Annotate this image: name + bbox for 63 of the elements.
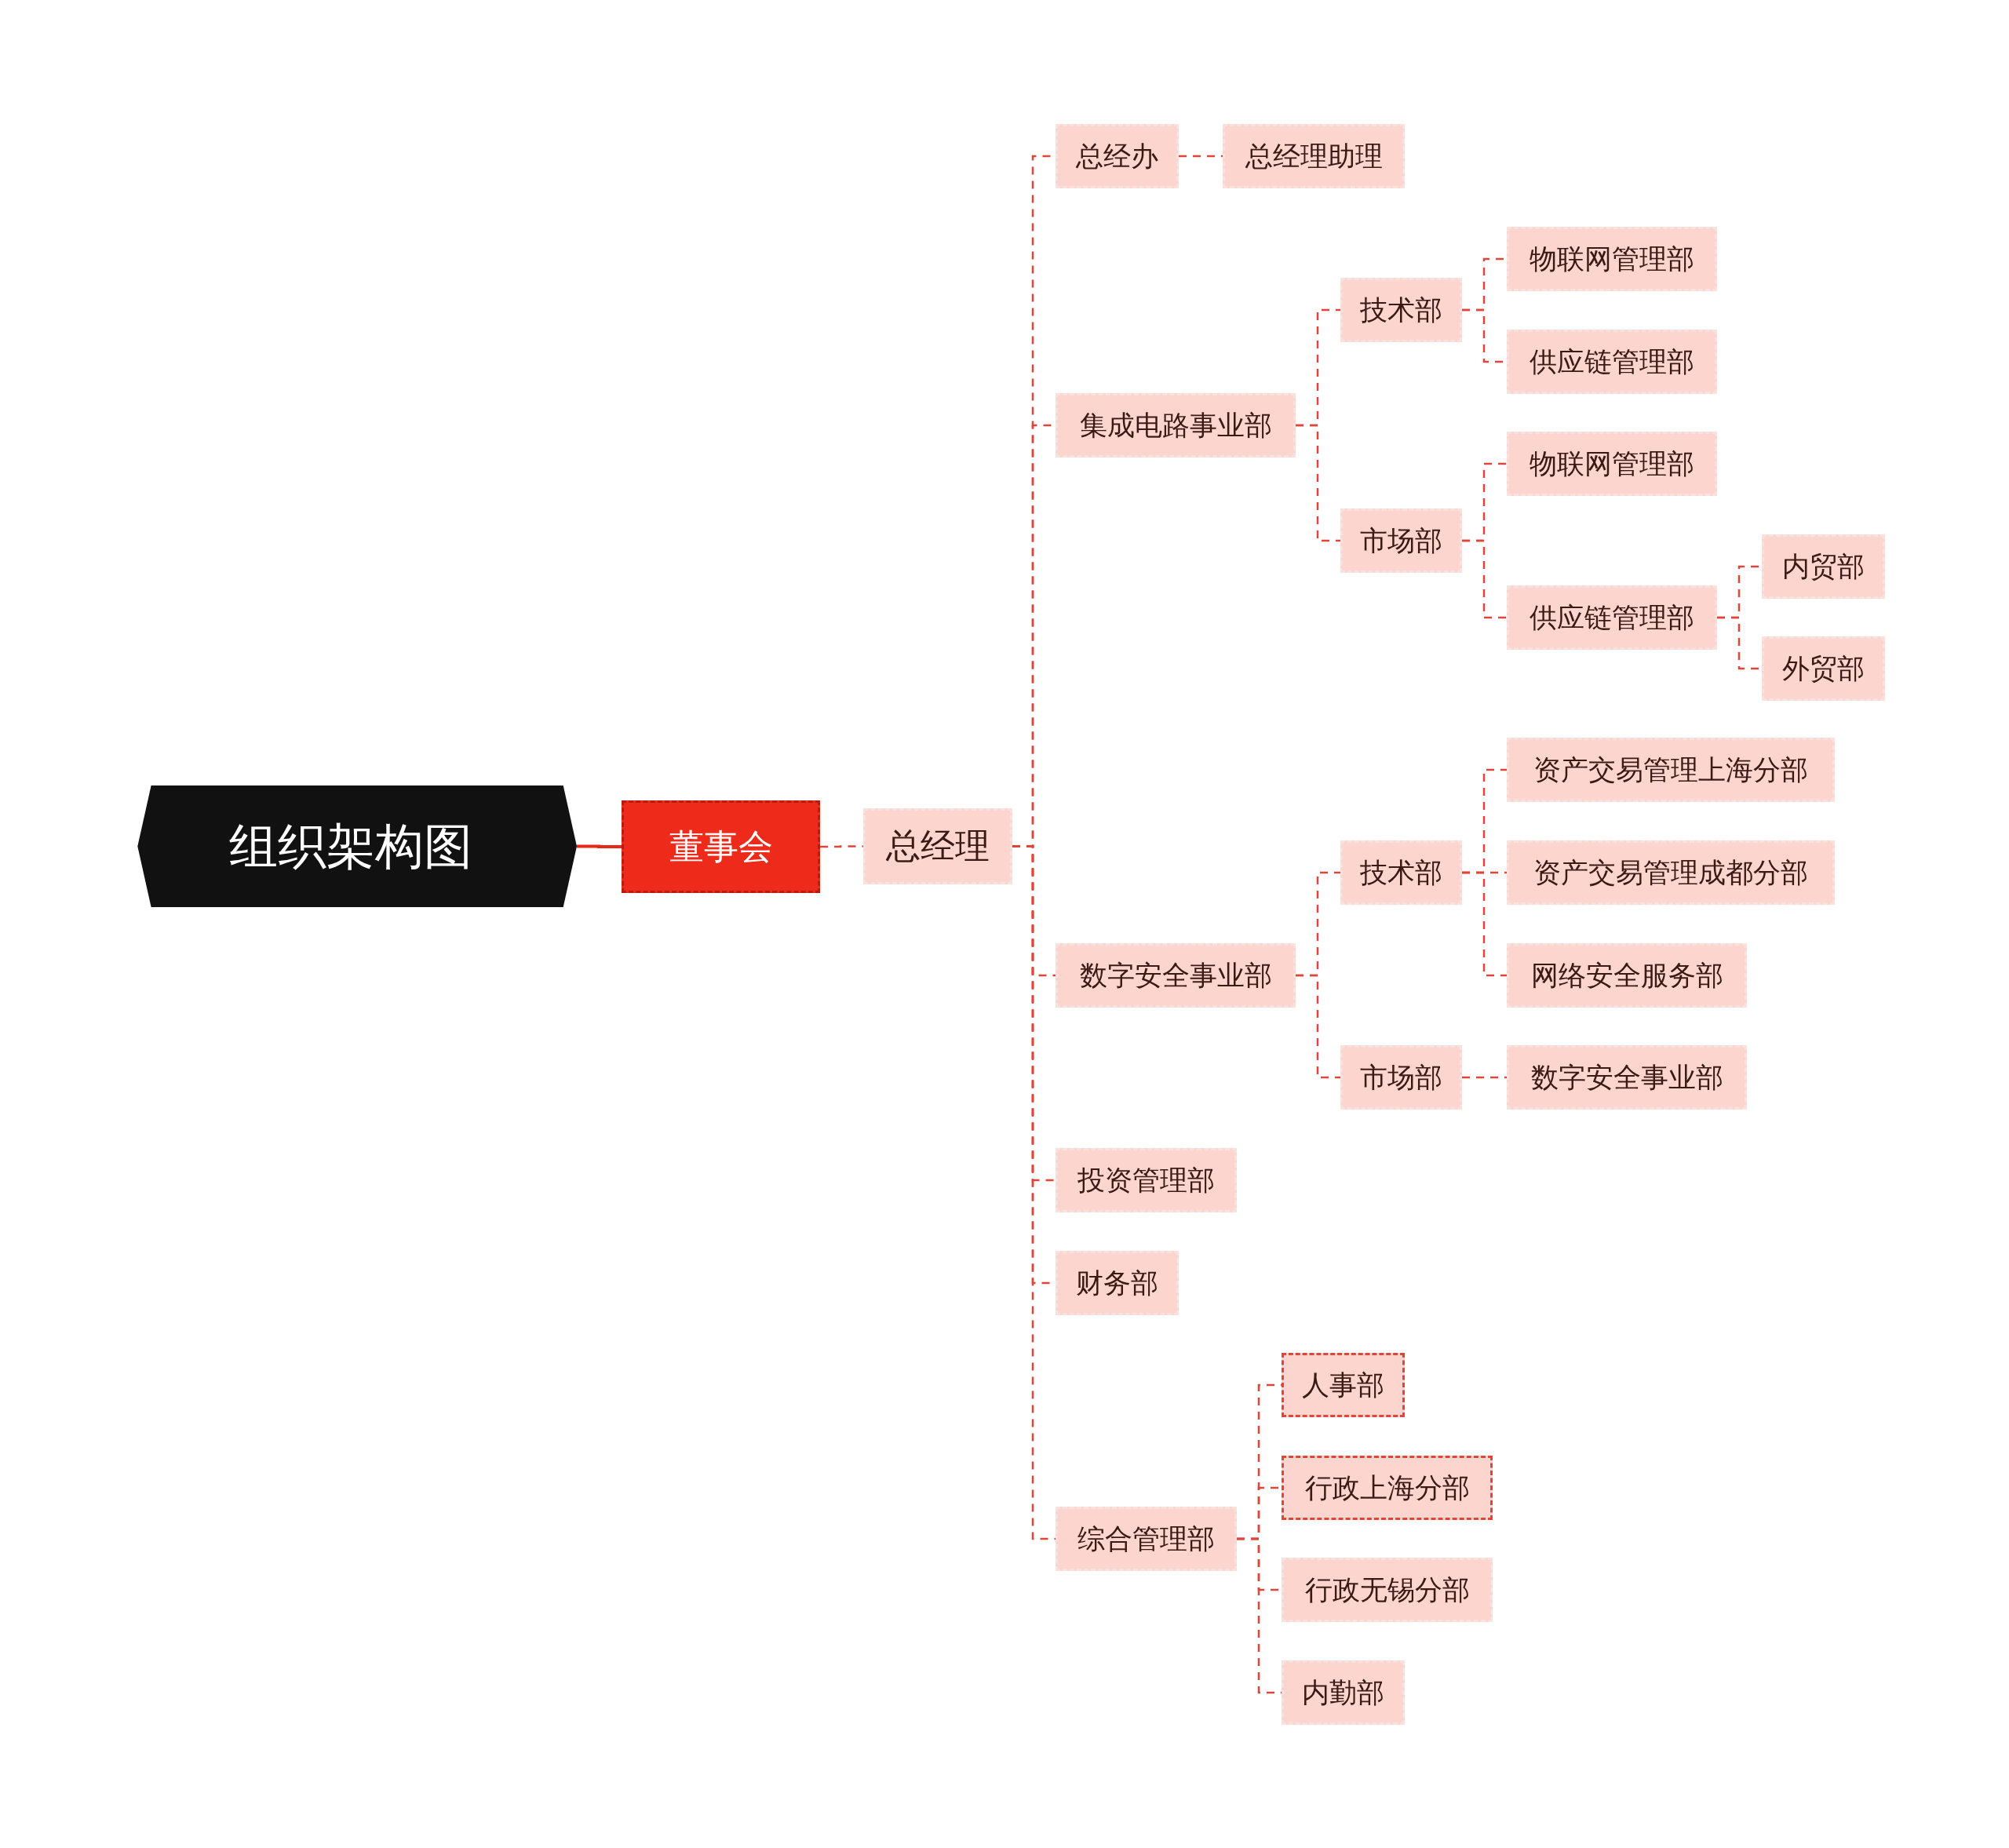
topic-text: 供应链管理部 <box>1530 600 1694 635</box>
topic-text: 内贸部 <box>1782 549 1865 584</box>
topic-text: 集成电路事业部 <box>1079 408 1272 443</box>
topic-box <box>1282 1558 1493 1622</box>
topic-text: 人事部 <box>1302 1368 1384 1402</box>
topic-box <box>622 800 820 893</box>
connector-line <box>1462 1076 1507 1079</box>
topic-text: 供应链管理部 <box>1530 344 1694 379</box>
topic-box <box>1340 508 1462 573</box>
connector-line <box>1179 155 1223 158</box>
topic-text: 行政上海分部 <box>1304 1471 1470 1505</box>
topic-box <box>1507 1045 1747 1110</box>
connector-line <box>820 845 863 848</box>
connector-line <box>1462 539 1507 619</box>
topic-box <box>1507 738 1835 802</box>
topic-box <box>1223 124 1405 188</box>
topic-box <box>1507 585 1717 650</box>
topic-text: 技术部 <box>1360 855 1442 890</box>
topic-box <box>1056 1251 1179 1315</box>
topic-text: 投资管理部 <box>1077 1163 1215 1197</box>
topic-box <box>1056 1507 1237 1571</box>
topic-text: 财务部 <box>1076 1266 1158 1300</box>
topic-text: 总经理 <box>886 825 990 867</box>
topic-box <box>1507 840 1835 905</box>
topic-text: 资产交易管理上海分部 <box>1533 753 1808 787</box>
topic-box <box>1507 943 1747 1008</box>
topic-text: 数字安全事业部 <box>1530 1060 1723 1095</box>
topic-text: 综合管理部 <box>1077 1522 1215 1556</box>
topic-box <box>1056 124 1179 188</box>
topic-text: 数字安全事业部 <box>1079 958 1272 993</box>
topic-box <box>863 808 1012 884</box>
topic-text: 总经办 <box>1076 139 1158 173</box>
topic-text: 行政无锡分部 <box>1304 1573 1470 1607</box>
connector-line <box>577 844 622 848</box>
connector-line <box>1296 424 1340 542</box>
topic-text: 董事会 <box>669 825 773 868</box>
topic-box <box>1056 1148 1237 1212</box>
topic-text: 物联网管理部 <box>1530 242 1694 276</box>
topic-text: 内勤部 <box>1302 1675 1384 1710</box>
topic-text: 技术部 <box>1360 293 1442 327</box>
topic-box <box>1282 1660 1405 1725</box>
topic-text: 物联网管理部 <box>1530 447 1694 481</box>
topic-box <box>1340 840 1462 905</box>
topic-text: 资产交易管理成都分部 <box>1533 855 1808 890</box>
connector-line <box>1296 974 1340 1079</box>
topic-text: 外贸部 <box>1782 651 1865 686</box>
topic-box <box>1507 432 1717 496</box>
topic-box <box>1282 1456 1493 1520</box>
topic-text: 组织架构图 <box>228 816 472 877</box>
topic-box <box>1762 534 1885 599</box>
topic-box <box>1340 1045 1462 1110</box>
topic-box <box>1282 1353 1405 1417</box>
topic-box <box>1507 227 1717 291</box>
topic-box <box>1762 636 1885 701</box>
topic-text: 总经理助理 <box>1245 139 1383 173</box>
topic-box <box>1056 943 1296 1008</box>
topic-text: 网络安全服务部 <box>1530 958 1723 993</box>
connector-line <box>1462 871 1507 977</box>
topic-box <box>1507 330 1717 394</box>
topic-text: 市场部 <box>1360 1060 1442 1095</box>
topic-text: 市场部 <box>1360 523 1442 558</box>
topic-box <box>1340 278 1462 342</box>
topic-box <box>1056 393 1296 457</box>
